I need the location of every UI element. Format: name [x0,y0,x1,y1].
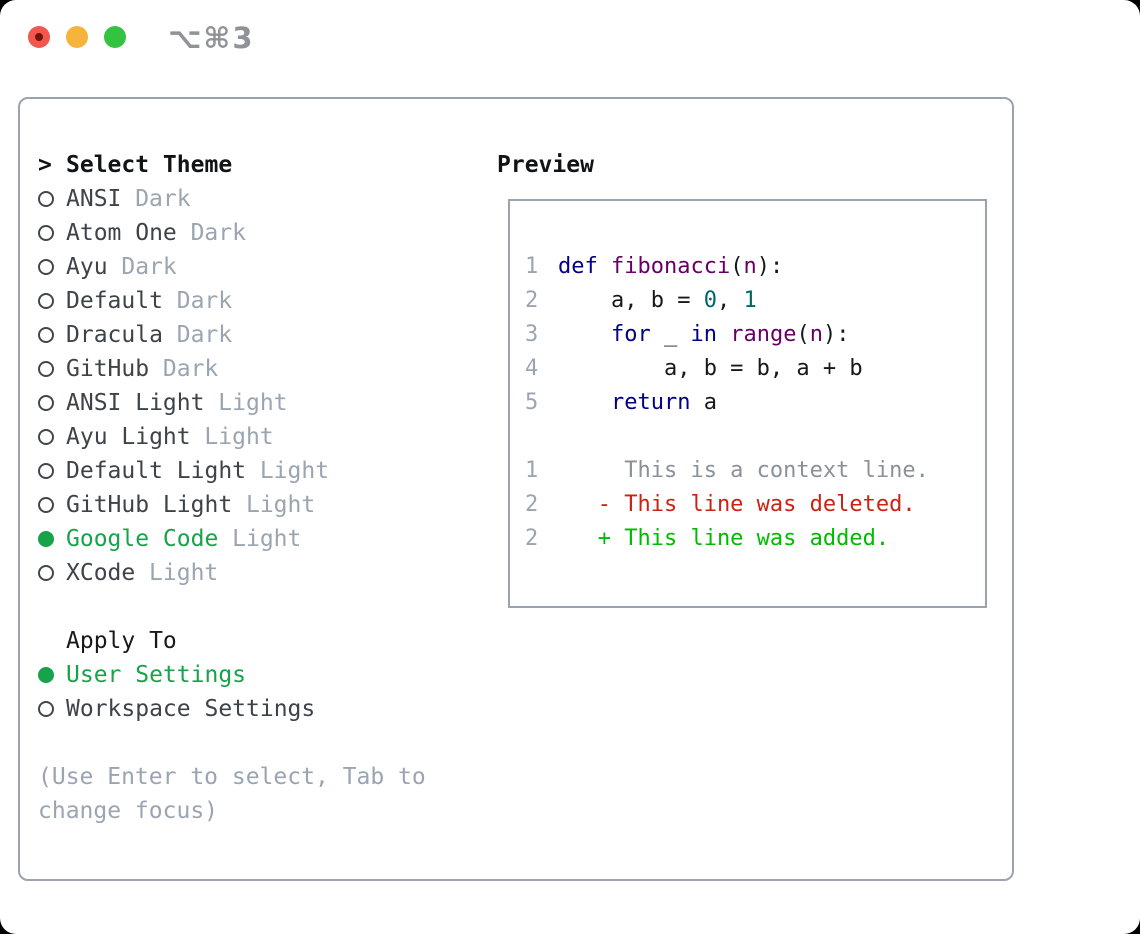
radio-icon [38,361,54,377]
help-line: change focus) [38,798,219,824]
apply-option-label: Workspace Settings [66,696,316,722]
minimize-button[interactable] [66,26,88,48]
theme-option-ayu[interactable]: Ayu Dark [38,250,426,284]
radio-icon [38,395,54,411]
theme-variant-label: Light [204,424,274,450]
traffic-lights [28,26,126,48]
apply-option-user-settings[interactable]: User Settings [38,658,426,692]
apply-option-label: User Settings [66,662,247,688]
spacer [38,726,426,760]
theme-variant-label: Light [232,526,302,552]
theme-variant-label: Dark [162,356,219,382]
theme-option-github-light[interactable]: GitHub Light Light [38,488,426,522]
close-button[interactable] [28,26,50,48]
code-line: 2 a, b = 0, 1 [525,284,929,318]
maximize-button[interactable] [104,26,126,48]
theme-name: Ayu [66,254,108,280]
select-theme-header: Select Theme [66,152,233,178]
theme-name: ANSI [66,186,122,212]
line-number: 2 [525,526,539,551]
line-number: 3 [525,322,539,347]
radio-icon [38,293,54,309]
code-line: 4 a, b = b, a + b [525,352,929,386]
line-number: 5 [525,390,539,415]
radio-icon [38,327,54,343]
titlebar: ⌥⌘3 [0,0,1140,75]
line-number: 1 [525,458,539,483]
theme-variant-label: Light [218,390,288,416]
select-theme-header-row: > Select Theme [38,148,426,182]
theme-name: ANSI Light [66,390,205,416]
code-line: 5 return a [525,386,929,420]
theme-name: Atom One [66,220,177,246]
theme-variant-label: Light [149,560,219,586]
theme-name: Ayu Light [66,424,191,450]
radio-icon [38,259,54,275]
record-dot-icon [35,33,43,41]
code-line: 3 for _ in range(n): [525,318,929,352]
theme-name: Google Code [66,526,219,552]
theme-variant-label: Dark [190,220,246,246]
radio-icon [38,429,54,445]
line-number: 1 [525,254,539,279]
theme-option-ansi-light[interactable]: ANSI Light Light [38,386,426,420]
theme-name: Default Light [66,458,247,484]
preview-header: Preview [497,152,594,178]
theme-option-ayu-light[interactable]: Ayu Light Light [38,420,426,454]
apply-to-header-row: Apply To [38,624,426,658]
spacer [38,590,426,624]
theme-name: XCode [66,560,136,586]
theme-name: Default [66,288,163,314]
radio-icon [38,463,54,479]
radio-selected-icon [38,667,54,683]
diff-line-context: 1 This is a context line. [525,454,929,488]
radio-icon [38,225,54,241]
radio-selected-icon [38,531,54,547]
theme-option-dracula[interactable]: Dracula Dark [38,318,426,352]
theme-option-atom-one[interactable]: Atom One Dark [38,216,426,250]
line-number: 2 [525,288,539,313]
theme-option-default[interactable]: Default Dark [38,284,426,318]
help-text: (Use Enter to select, Tab to change focu… [38,760,426,828]
theme-variant-label: Dark [121,254,177,280]
theme-option-google-code[interactable]: Google Code Light [38,522,426,556]
theme-variant-label: Dark [176,288,233,314]
theme-name: GitHub [66,356,150,382]
radio-icon [38,497,54,513]
theme-name: GitHub Light [66,492,233,518]
theme-option-github[interactable]: GitHub Dark [38,352,426,386]
theme-option-default-light[interactable]: Default Light Light [38,454,426,488]
apply-option-workspace-settings[interactable]: Workspace Settings [38,692,426,726]
radio-icon [38,191,54,207]
prompt-caret: > [38,152,52,178]
radio-icon [38,701,54,717]
theme-name: Dracula [66,322,163,348]
theme-variant-label: Dark [176,322,233,348]
diff-line-added: 2 + This line was added. [525,522,929,556]
line-number: 2 [525,492,539,517]
blank-line [525,420,929,454]
radio-icon [38,565,54,581]
diff-line-deleted: 2 - This line was deleted. [525,488,929,522]
theme-option-xcode[interactable]: XCode Light [38,556,426,590]
theme-variant-label: Dark [135,186,191,212]
window-title: ⌥⌘3 [168,21,255,55]
theme-variant-label: Light [245,492,316,518]
apply-to-header: Apply To [66,628,177,654]
theme-option-ansi[interactable]: ANSI Dark [38,182,426,216]
line-number: 4 [525,356,539,381]
theme-variant-label: Light [259,458,330,484]
help-line: (Use Enter to select, Tab to [38,764,426,790]
